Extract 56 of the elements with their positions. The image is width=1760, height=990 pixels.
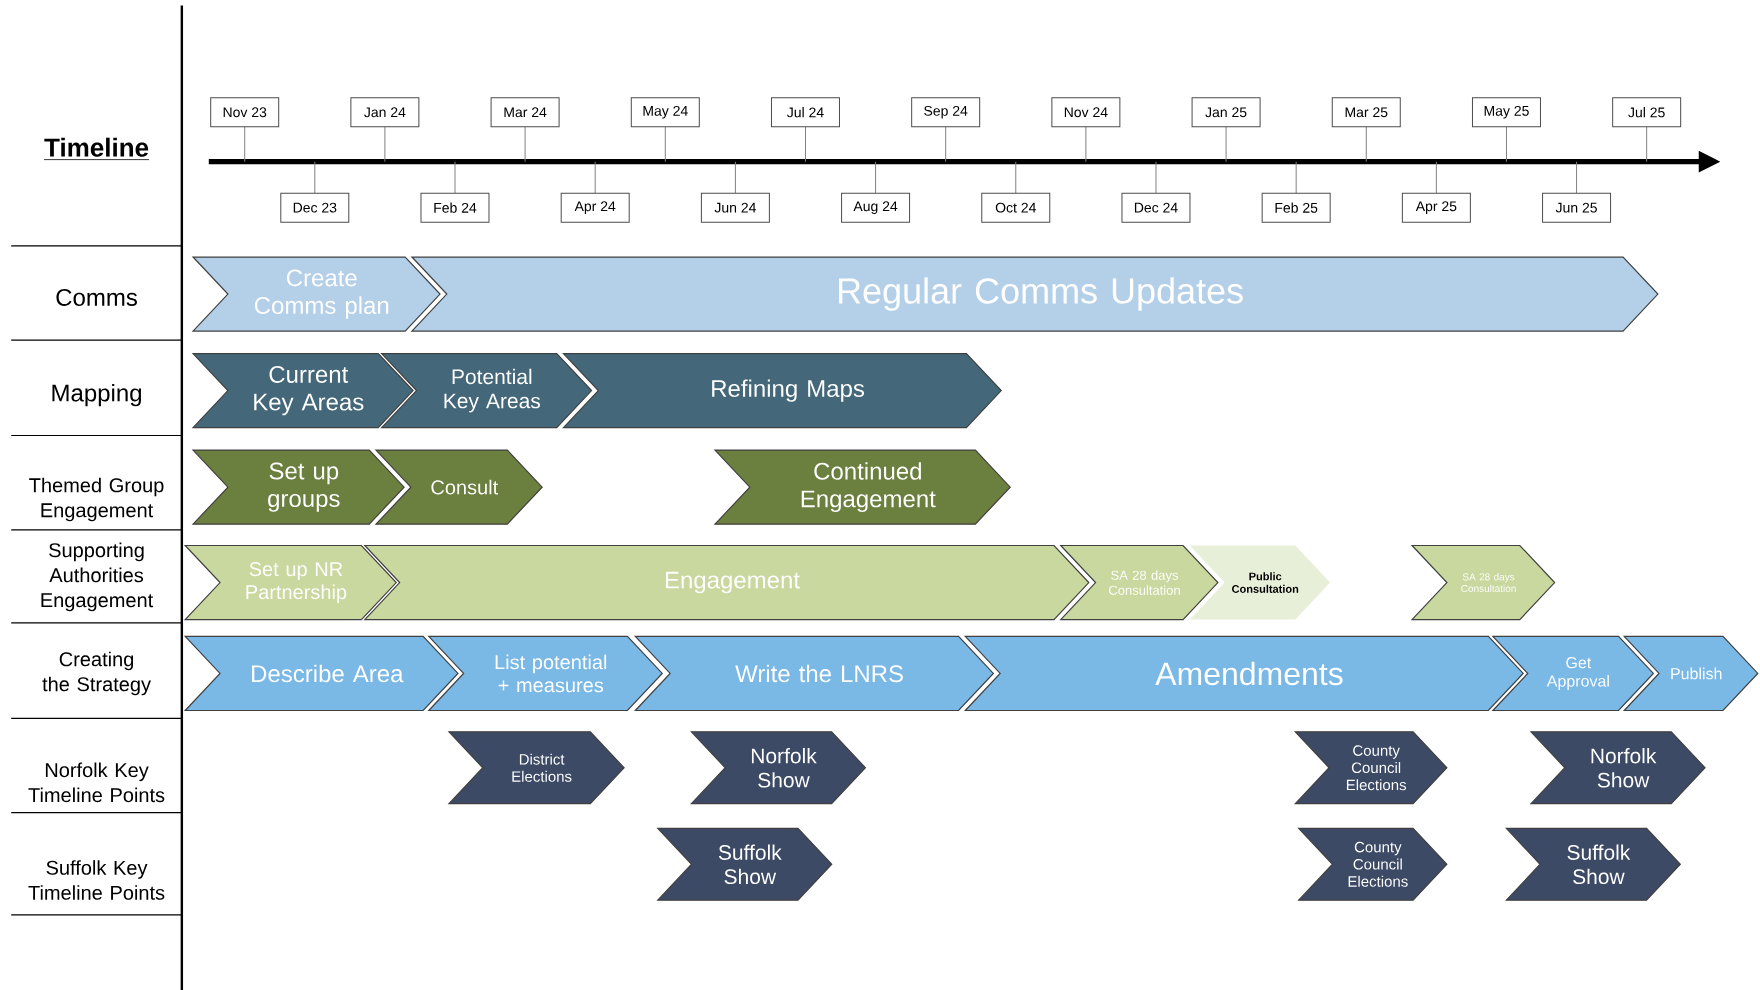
month-box: Dec 23: [280, 192, 350, 223]
phase-band: Suffolk Show: [1504, 827, 1682, 901]
row-label: Comms: [56, 288, 137, 306]
phase-band: Set up NR Partnership: [183, 544, 398, 621]
month-box: Jun 24: [700, 192, 770, 223]
phase-band: Engagement: [363, 544, 1090, 621]
phase-band: Create Comms plan: [191, 256, 441, 332]
phase-band: Consult: [374, 449, 543, 525]
month-box: Feb 25: [1261, 192, 1331, 223]
phase-band: County Council Elections: [1293, 731, 1448, 805]
phase-band: Norfolk Show: [1529, 731, 1706, 805]
phase-band: Suffolk Show: [656, 827, 833, 901]
month-box: Jun 25: [1542, 192, 1612, 223]
phase-band: Potential Key Areas: [380, 352, 593, 429]
row-label: Timeline: [43, 137, 150, 160]
month-box: May 24: [630, 97, 700, 128]
month-box: Jan 24: [350, 97, 420, 128]
phase-band: Write the LNRS: [633, 635, 995, 712]
phase-band: Refining Maps: [562, 352, 1003, 429]
phase-band: County Council Elections: [1297, 827, 1448, 901]
row-label: Norfolk Key Timeline Points: [28, 762, 165, 803]
month-box: Dec 24: [1121, 192, 1191, 223]
row-label: Themed Group Engagement: [29, 477, 164, 522]
month-box: Sep 24: [911, 97, 981, 128]
month-box: Aug 24: [841, 192, 911, 223]
row-label: Supporting Authorities Engagement: [41, 542, 154, 612]
month-box: Nov 23: [210, 97, 280, 128]
month-box: Jan 25: [1191, 97, 1261, 128]
month-box: Nov 24: [1051, 97, 1121, 128]
month-box: May 25: [1471, 97, 1541, 128]
phase-band: Publish: [1622, 635, 1759, 712]
row-label: Mapping: [52, 383, 141, 407]
phase-band: Describe Area: [183, 635, 459, 712]
phase-band: SA 28 days Consultation: [1059, 544, 1219, 621]
phase-band: Amendments: [963, 635, 1524, 712]
phase-band: District Elections: [447, 731, 625, 805]
month-box: Feb 24: [420, 192, 490, 223]
month-box: Mar 24: [490, 97, 560, 128]
phase-band: Get Approval: [1491, 635, 1655, 712]
phase-band: SA 28 days Consultation: [1410, 544, 1556, 621]
phase-band: Current Key Areas: [191, 352, 414, 429]
phase-band: Public Consultation: [1189, 545, 1331, 620]
row-label: Suffolk Key Timeline Points: [28, 860, 165, 900]
month-box: Apr 25: [1401, 192, 1471, 223]
phase-band: List potential + measures: [427, 635, 664, 712]
month-box: Apr 24: [560, 192, 630, 223]
node-label: Publish: [1671, 667, 1722, 680]
phase-band: Continued Engagement: [713, 449, 1012, 525]
phase-band: Norfolk Show: [690, 731, 867, 805]
phase-band: Set up groups: [191, 449, 405, 525]
phase-band: Regular Comms Updates: [410, 256, 1659, 332]
row-label: Creating the Strategy: [42, 651, 151, 696]
month-box: Jul 25: [1612, 97, 1682, 128]
month-box: Oct 24: [981, 192, 1051, 223]
month-box: Mar 25: [1331, 97, 1401, 128]
month-box: Jul 24: [770, 97, 840, 128]
